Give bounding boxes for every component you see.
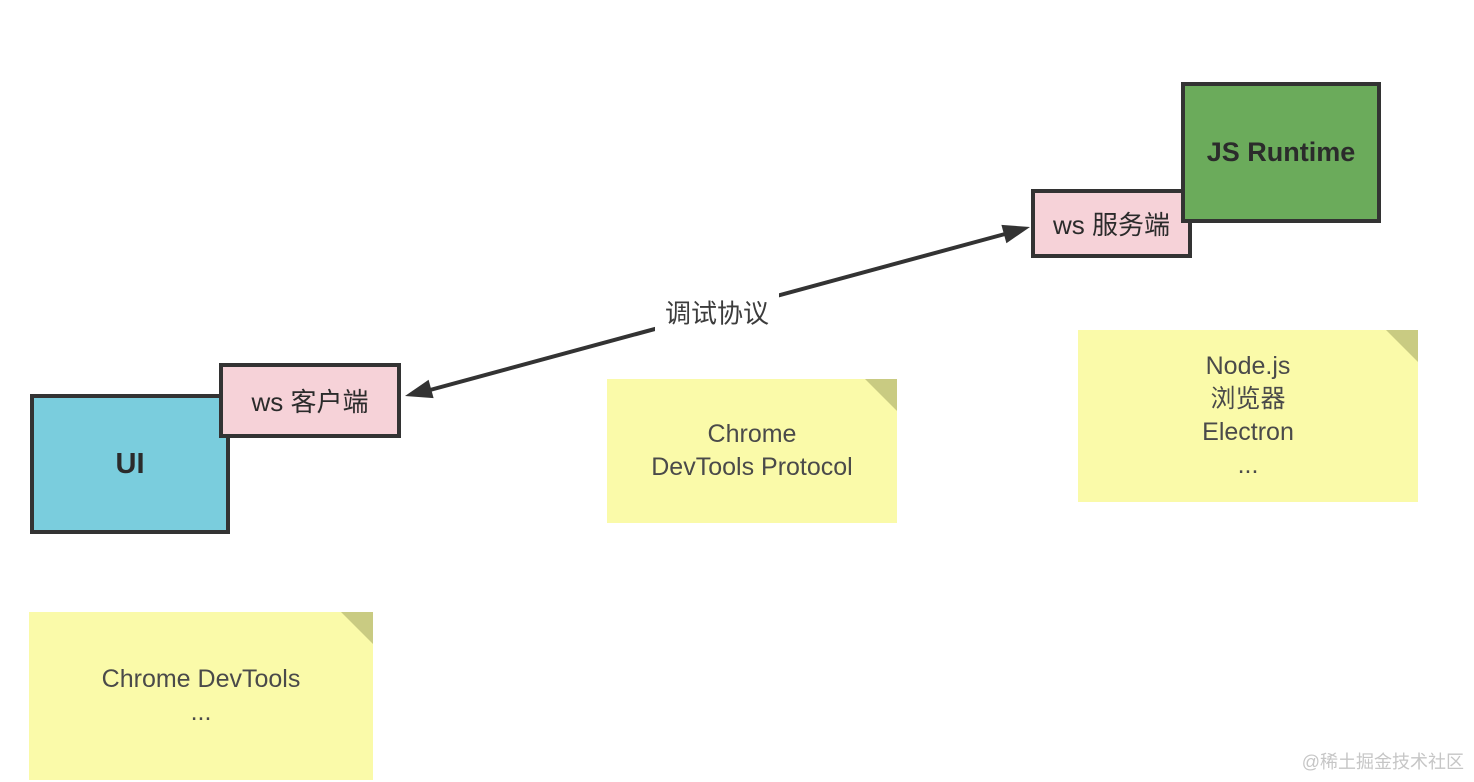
arrowhead-right-icon	[1001, 224, 1030, 244]
note-line: ...	[190, 698, 212, 726]
ui-box-label: UI	[115, 447, 145, 480]
ws-client-box: ws 客户端	[219, 363, 401, 438]
note-fold-corner-icon	[341, 612, 373, 644]
js-runtime-box: JS Runtime	[1181, 82, 1381, 223]
js-runtime-box-label: JS Runtime	[1206, 137, 1356, 167]
ui-box: UI	[30, 394, 230, 534]
note-line: 浏览器	[1210, 385, 1286, 413]
arrowhead-left-icon	[405, 379, 434, 399]
ws-client-box-label: ws 客户端	[251, 387, 369, 417]
ws-server-box: ws 服务端	[1031, 189, 1192, 258]
note-line: Chrome DevTools	[101, 665, 301, 693]
note-chrome-devtools: Chrome DevTools ...	[29, 612, 373, 780]
note-chrome-devtools-protocol: Chrome DevTools Protocol	[607, 379, 897, 523]
note-line: DevTools Protocol	[651, 453, 853, 481]
watermark: @稀土掘金技术社区	[1301, 752, 1464, 772]
note-line: Node.js	[1205, 352, 1291, 380]
note-line: ...	[1237, 451, 1259, 479]
note-line: Chrome	[707, 420, 797, 448]
arrow-label: 调试协议	[654, 291, 780, 333]
note-line: Electron	[1202, 418, 1294, 446]
note-runtime-targets: Node.js 浏览器 Electron ...	[1078, 330, 1418, 502]
ws-server-box-label: ws 服务端	[1052, 210, 1170, 240]
note-fold-corner-icon	[865, 379, 897, 411]
